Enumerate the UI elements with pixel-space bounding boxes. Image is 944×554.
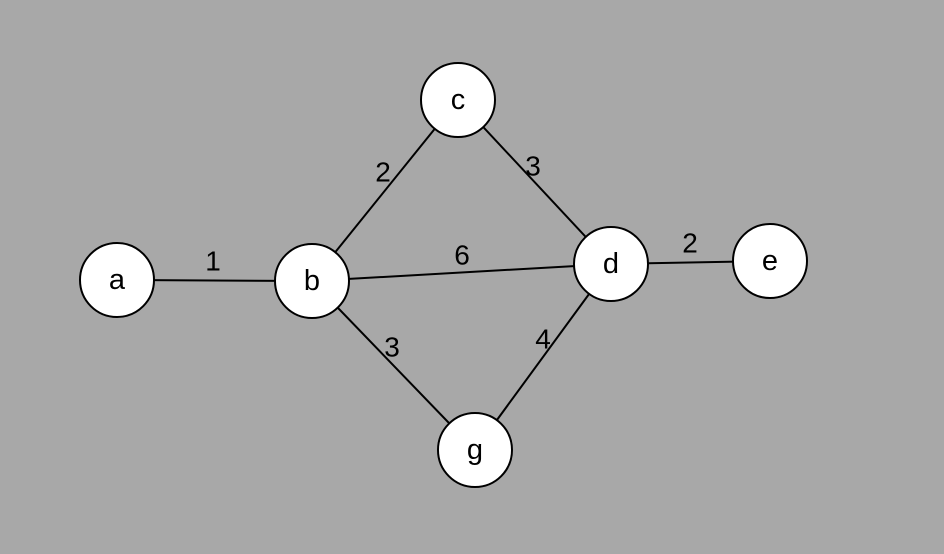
node-a: a <box>79 242 155 318</box>
edge-weight-c-d: 3 <box>525 151 541 182</box>
edge-weight-d-e: 2 <box>682 228 698 259</box>
node-d: d <box>573 226 649 302</box>
node-circle-e <box>732 223 808 299</box>
edge-weight-d-g: 4 <box>535 324 551 355</box>
node-label-b: b <box>304 265 320 297</box>
node-circle-a <box>79 242 155 318</box>
node-circle-d <box>573 226 649 302</box>
node-circle-b <box>274 243 350 319</box>
node-g: g <box>437 412 513 488</box>
node-circle-c <box>420 62 496 138</box>
edge-b-d <box>311 263 612 282</box>
node-label-d: d <box>603 248 619 280</box>
edge-weight-a-b: 1 <box>205 246 221 277</box>
node-c: c <box>420 62 496 138</box>
node-e: e <box>732 223 808 299</box>
edge-weight-b-c: 2 <box>375 157 391 188</box>
edge-b-c <box>311 99 459 282</box>
node-label-c: c <box>451 84 466 116</box>
node-label-e: e <box>762 245 778 277</box>
node-circle-g <box>437 412 513 488</box>
edge-weight-b-d: 6 <box>454 240 470 271</box>
edge-b-g <box>311 280 476 451</box>
node-label-g: g <box>467 434 483 466</box>
edge-d-g <box>474 263 612 451</box>
node-label-a: a <box>109 264 126 296</box>
node-b: b <box>274 243 350 319</box>
edge-weight-b-g: 3 <box>384 332 400 363</box>
